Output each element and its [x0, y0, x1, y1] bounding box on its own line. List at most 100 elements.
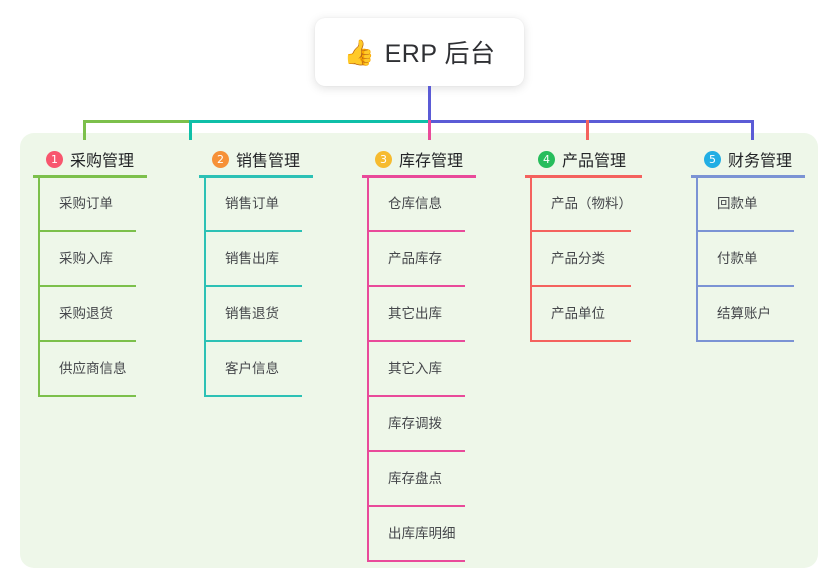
leaf-item-rule: [38, 395, 136, 397]
leaf-item-rule: [696, 340, 794, 342]
leaf-item[interactable]: 出库库明细: [362, 507, 465, 562]
bus-segment-1: [83, 120, 189, 123]
thumbs-up-icon: 👍: [343, 38, 375, 67]
leaf-item[interactable]: 其它出库: [362, 287, 465, 342]
leaf-item-label: 产品（物料）: [551, 196, 632, 211]
bus-segment-2: [189, 120, 428, 123]
branch-header-2[interactable]: 2 销售管理: [199, 141, 313, 178]
leaf-item-label: 销售出库: [225, 251, 279, 266]
leaf-item-rule: [367, 340, 465, 342]
leaf-item-label: 其它入库: [388, 361, 442, 376]
leaf-item-label: 供应商信息: [59, 361, 127, 376]
branch-spine: [204, 177, 206, 397]
leaf-item[interactable]: 产品（物料）: [525, 177, 632, 232]
leaf-item-label: 出库库明细: [388, 526, 456, 541]
leaf-item[interactable]: 采购订单: [33, 177, 136, 232]
leaf-item-label: 产品分类: [551, 251, 605, 266]
leaf-item[interactable]: 客户信息: [199, 342, 302, 397]
branch-header-1[interactable]: 1 采购管理: [33, 141, 147, 178]
leaf-item-label: 产品库存: [388, 251, 442, 266]
leaf-item[interactable]: 供应商信息: [33, 342, 136, 397]
branch-number-badge: 5: [704, 150, 721, 168]
leaf-item-label: 库存盘点: [388, 471, 442, 486]
branch-spine: [530, 177, 532, 342]
leaf-item[interactable]: 采购退货: [33, 287, 136, 342]
leaf-item-rule: [530, 230, 631, 232]
branches-panel: [20, 133, 818, 568]
leaf-item[interactable]: 销售出库: [199, 232, 302, 287]
branch-header-rule: [525, 175, 642, 178]
leaf-item-label: 客户信息: [225, 361, 279, 376]
leaf-item-rule: [204, 285, 302, 287]
bus-segment-3: [428, 120, 753, 123]
bus-stub-3: [428, 120, 431, 140]
branch-title: 销售管理: [236, 153, 301, 170]
leaf-item-rule: [204, 230, 302, 232]
leaf-item[interactable]: 库存盘点: [362, 452, 465, 507]
branch-number-badge: 1: [46, 150, 63, 168]
leaf-item-rule: [696, 230, 794, 232]
branch-column-4: 4 产品管理产品（物料） 产品分类产品单位: [525, 141, 642, 342]
root-connector-drop: [428, 86, 431, 123]
branch-header-5[interactable]: 5 财务管理: [691, 141, 805, 178]
leaf-item-label: 仓库信息: [388, 196, 442, 211]
leaf-item[interactable]: 付款单: [691, 232, 794, 287]
leaf-item-label: 采购入库: [59, 251, 113, 266]
branch-spine: [38, 177, 40, 397]
leaf-item[interactable]: 产品库存: [362, 232, 465, 287]
leaf-item-rule: [38, 285, 136, 287]
leaf-item[interactable]: 产品分类: [525, 232, 631, 287]
leaf-item-rule: [530, 340, 631, 342]
branch-title: 财务管理: [728, 153, 793, 170]
branch-spine: [696, 177, 698, 342]
leaf-item[interactable]: 其它入库: [362, 342, 465, 397]
leaf-item-rule: [367, 230, 465, 232]
bus-stub-5: [751, 120, 754, 140]
branch-number-badge: 3: [375, 150, 392, 168]
branch-title: 产品管理: [562, 153, 627, 170]
leaf-item[interactable]: 回款单: [691, 177, 794, 232]
branch-header-rule: [362, 175, 476, 178]
leaf-item-label: 库存调拨: [388, 416, 442, 431]
leaf-item-label: 其它出库: [388, 306, 442, 321]
root-title: ERP 后台: [384, 40, 496, 68]
leaf-item-rule: [38, 230, 136, 232]
leaf-item[interactable]: 销售退货: [199, 287, 302, 342]
branch-title: 库存管理: [399, 153, 464, 170]
branch-column-5: 5 财务管理回款单付款单结算账户: [691, 141, 805, 342]
leaf-item-label: 销售订单: [225, 196, 279, 211]
bus-stub-2: [189, 120, 192, 140]
branch-spine: [367, 177, 369, 562]
leaf-item[interactable]: 库存调拨: [362, 397, 465, 452]
leaf-item[interactable]: 仓库信息: [362, 177, 465, 232]
leaf-item[interactable]: 采购入库: [33, 232, 136, 287]
branch-column-3: 3 库存管理仓库信息产品库存其它出库其它入库库存调拨库存盘点出库库明细: [362, 141, 476, 562]
branch-header-rule: [691, 175, 805, 178]
leaf-item-label: 采购订单: [59, 196, 113, 211]
leaf-item[interactable]: 产品单位: [525, 287, 631, 342]
branch-header-3[interactable]: 3 库存管理: [362, 141, 476, 178]
branch-header-rule: [33, 175, 147, 178]
leaf-item-rule: [367, 285, 465, 287]
leaf-item-label: 结算账户: [717, 306, 771, 321]
branch-header-4[interactable]: 4 产品管理: [525, 141, 642, 178]
bus-stub-1: [83, 120, 86, 140]
branch-number-badge: 2: [212, 150, 229, 168]
branch-header-rule: [199, 175, 313, 178]
leaf-item[interactable]: 销售订单: [199, 177, 302, 232]
leaf-item-label: 产品单位: [551, 306, 605, 321]
branch-title: 采购管理: [70, 153, 135, 170]
branch-column-2: 2 销售管理销售订单销售出库销售退货客户信息: [199, 141, 313, 397]
leaf-item-label: 销售退货: [225, 306, 279, 321]
leaf-item-rule: [204, 340, 302, 342]
branch-number-badge: 4: [538, 150, 555, 168]
leaf-item-label: 回款单: [717, 196, 758, 211]
bus-stub-4: [586, 120, 589, 140]
leaf-item-rule: [367, 395, 465, 397]
leaf-item-label: 采购退货: [59, 306, 113, 321]
root-node[interactable]: 👍 ERP 后台: [315, 18, 524, 86]
leaf-item-rule: [38, 340, 136, 342]
leaf-item-label: 付款单: [717, 251, 758, 266]
leaf-item[interactable]: 结算账户: [691, 287, 794, 342]
